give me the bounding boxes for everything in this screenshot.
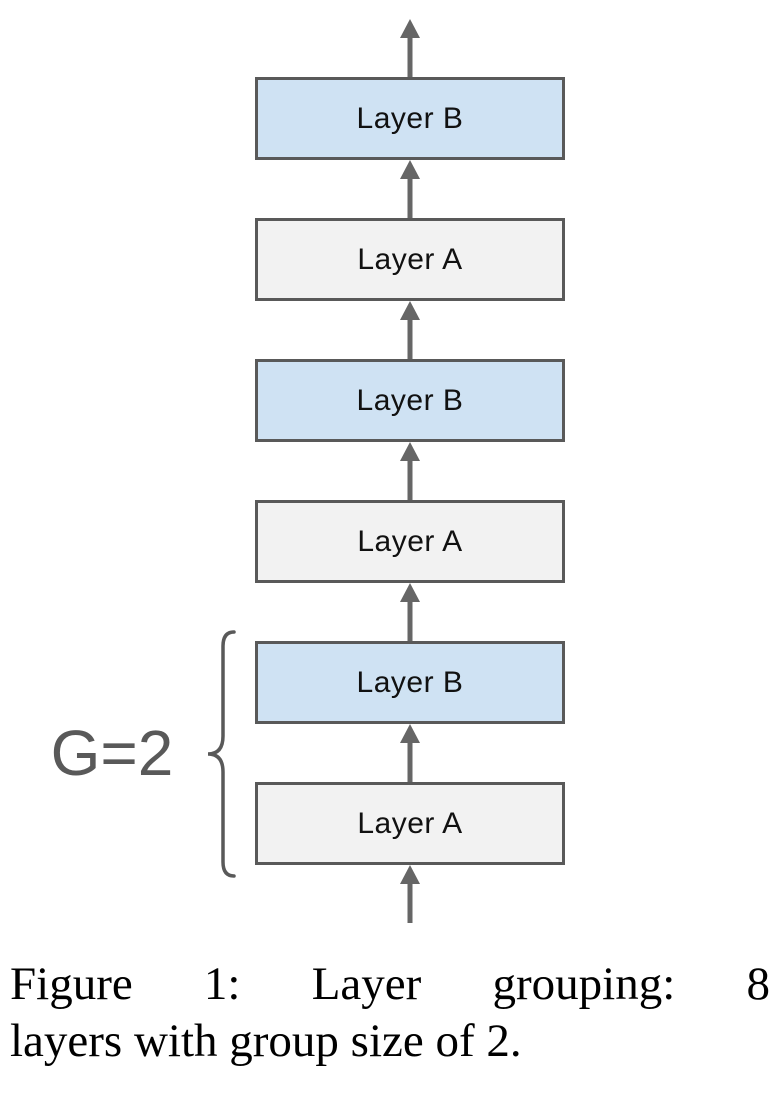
layer-box-a-2: Layer A [255, 500, 565, 583]
arrow-head [400, 160, 420, 179]
layer-box-b-2: Layer B [255, 359, 565, 442]
layer-label: Layer A [357, 524, 463, 558]
curly-brace-icon [207, 630, 236, 878]
arrow-line [407, 29, 413, 77]
arrow-head [400, 724, 420, 743]
layer-box-b-3: Layer B [255, 641, 565, 724]
arrow-head [400, 865, 420, 884]
arrow-line [407, 593, 413, 641]
up-arrow-icon [397, 19, 423, 77]
layer-stack: Layer B Layer A Layer B Layer A [255, 19, 565, 923]
up-arrow-icon [397, 442, 423, 500]
up-arrow-icon [397, 301, 423, 359]
arrow-head [400, 301, 420, 320]
caption-line-1: Figure 1: Layer grouping: 8 [10, 958, 770, 1010]
arrow-line [407, 311, 413, 359]
arrow-line [407, 734, 413, 782]
group-size-label: G=2 [50, 717, 174, 789]
layer-label: Layer B [356, 665, 464, 699]
layer-box-a-3: Layer A [255, 782, 565, 865]
arrow-head [400, 583, 420, 602]
up-arrow-icon [397, 865, 423, 923]
up-arrow-icon [397, 583, 423, 641]
arrow-line [407, 452, 413, 500]
arrow-line [407, 875, 413, 923]
up-arrow-icon [397, 724, 423, 782]
layer-label: Layer A [357, 806, 463, 840]
arrow-line [407, 170, 413, 218]
arrow-head [400, 442, 420, 461]
up-arrow-icon [397, 160, 423, 218]
layer-box-a-1: Layer A [255, 218, 565, 301]
layer-label: Layer B [356, 101, 464, 135]
layer-label: Layer B [356, 383, 464, 417]
layer-box-b-1: Layer B [255, 77, 565, 160]
layer-label: Layer A [357, 242, 463, 276]
caption-line-2: layers with group size of 2. [10, 1015, 522, 1067]
arrow-head [400, 19, 420, 38]
figure-caption: Figure 1: Layer grouping: 8 layers with … [10, 956, 770, 1070]
